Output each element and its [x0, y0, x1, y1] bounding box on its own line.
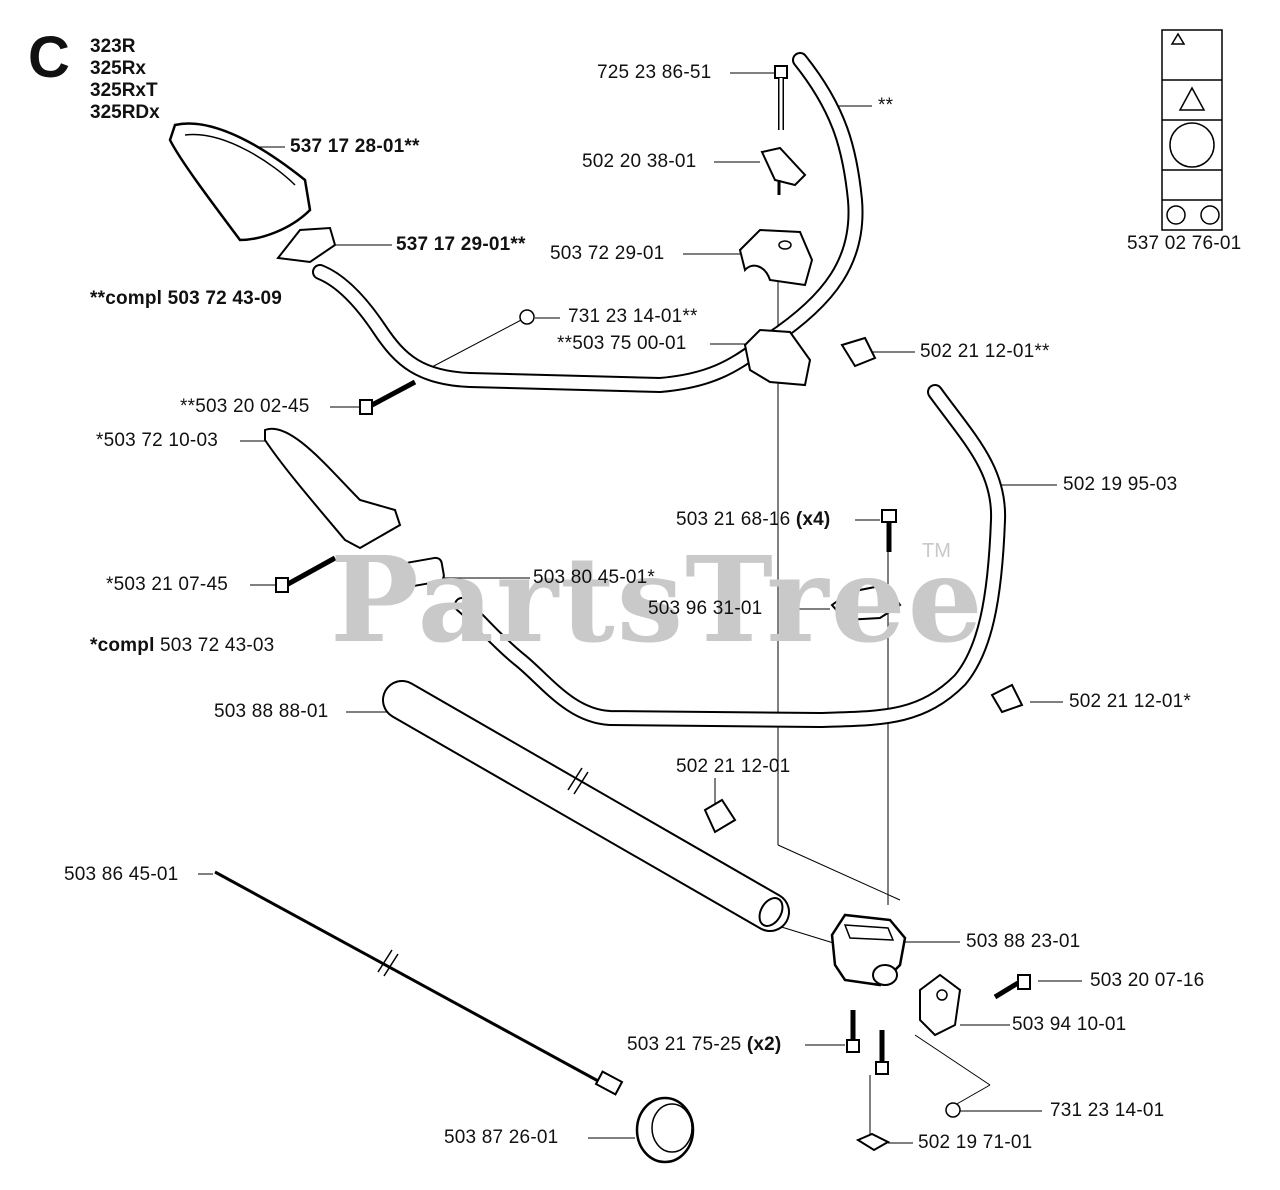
kit-label[interactable]: **compl 503 72 43-09 — [90, 288, 283, 309]
part-label[interactable]: 502 20 38-01 — [582, 151, 697, 172]
model-label: 325RxT — [90, 80, 158, 101]
part-label[interactable]: 537 17 28-01** — [290, 136, 420, 157]
part-label[interactable]: 503 20 07-16 — [1090, 970, 1205, 991]
part-label[interactable]: 503 94 10-01 — [1012, 1014, 1127, 1035]
part-label[interactable]: 503 87 26-01 — [444, 1127, 559, 1148]
part-label[interactable]: 502 21 12-01* — [1069, 691, 1191, 712]
part-label[interactable]: 537 17 29-01** — [396, 234, 526, 255]
part-label[interactable]: 503 80 45-01* — [533, 567, 655, 588]
model-label: 323R — [90, 36, 136, 57]
part-number: 503 21 75-25 — [627, 1034, 742, 1055]
part-number: 503 21 68-16 — [676, 509, 791, 530]
part-label[interactable]: 503 72 29-01 — [550, 243, 665, 264]
part-label[interactable]: 502 19 71-01 — [918, 1132, 1033, 1153]
part-label[interactable]: 502 19 95-03 — [1063, 474, 1178, 495]
part-label[interactable]: *503 21 07-45 — [106, 574, 228, 595]
section-letter: C — [28, 25, 70, 90]
trademark-mark: TM — [922, 540, 951, 562]
part-label[interactable]: 503 21 75-25 (x2) — [627, 1034, 781, 1056]
safety-decal-graphic — [1161, 29, 1223, 231]
part-label[interactable]: 502 21 12-01 — [676, 756, 791, 777]
part-label[interactable]: 502 21 12-01** — [920, 341, 1050, 362]
part-label[interactable]: 503 88 23-01 — [966, 931, 1081, 952]
part-label[interactable]: *503 72 10-03 — [96, 430, 218, 451]
part-label-assembly-note: ** — [878, 95, 894, 116]
part-label[interactable]: **503 20 02-45 — [180, 396, 310, 417]
model-label: 325Rx — [90, 58, 146, 79]
part-label[interactable]: 503 21 68-16 (x4) — [676, 509, 830, 531]
part-label[interactable]: 725 23 86-51 — [597, 62, 712, 83]
kit-prefix: *compl — [90, 635, 155, 656]
kit-number: 503 72 43-03 — [160, 635, 275, 656]
kit-label[interactable]: *compl 503 72 43-03 — [90, 635, 274, 657]
watermark-logo: PartsTree — [330, 530, 985, 669]
part-label[interactable]: 731 23 14-01** — [568, 306, 698, 327]
part-label[interactable]: **503 75 00-01 — [557, 333, 687, 354]
part-label[interactable]: 503 88 88-01 — [214, 701, 329, 722]
part-label[interactable]: 503 96 31-01 — [648, 598, 763, 619]
part-label[interactable]: 731 23 14-01 — [1050, 1100, 1165, 1121]
model-label: 325RDx — [90, 102, 160, 123]
quantity: (x2) — [746, 1034, 782, 1055]
quantity: (x4) — [795, 509, 831, 530]
part-label[interactable]: 503 86 45-01 — [64, 864, 179, 885]
part-label[interactable]: 537 02 76-01 — [1127, 233, 1242, 254]
